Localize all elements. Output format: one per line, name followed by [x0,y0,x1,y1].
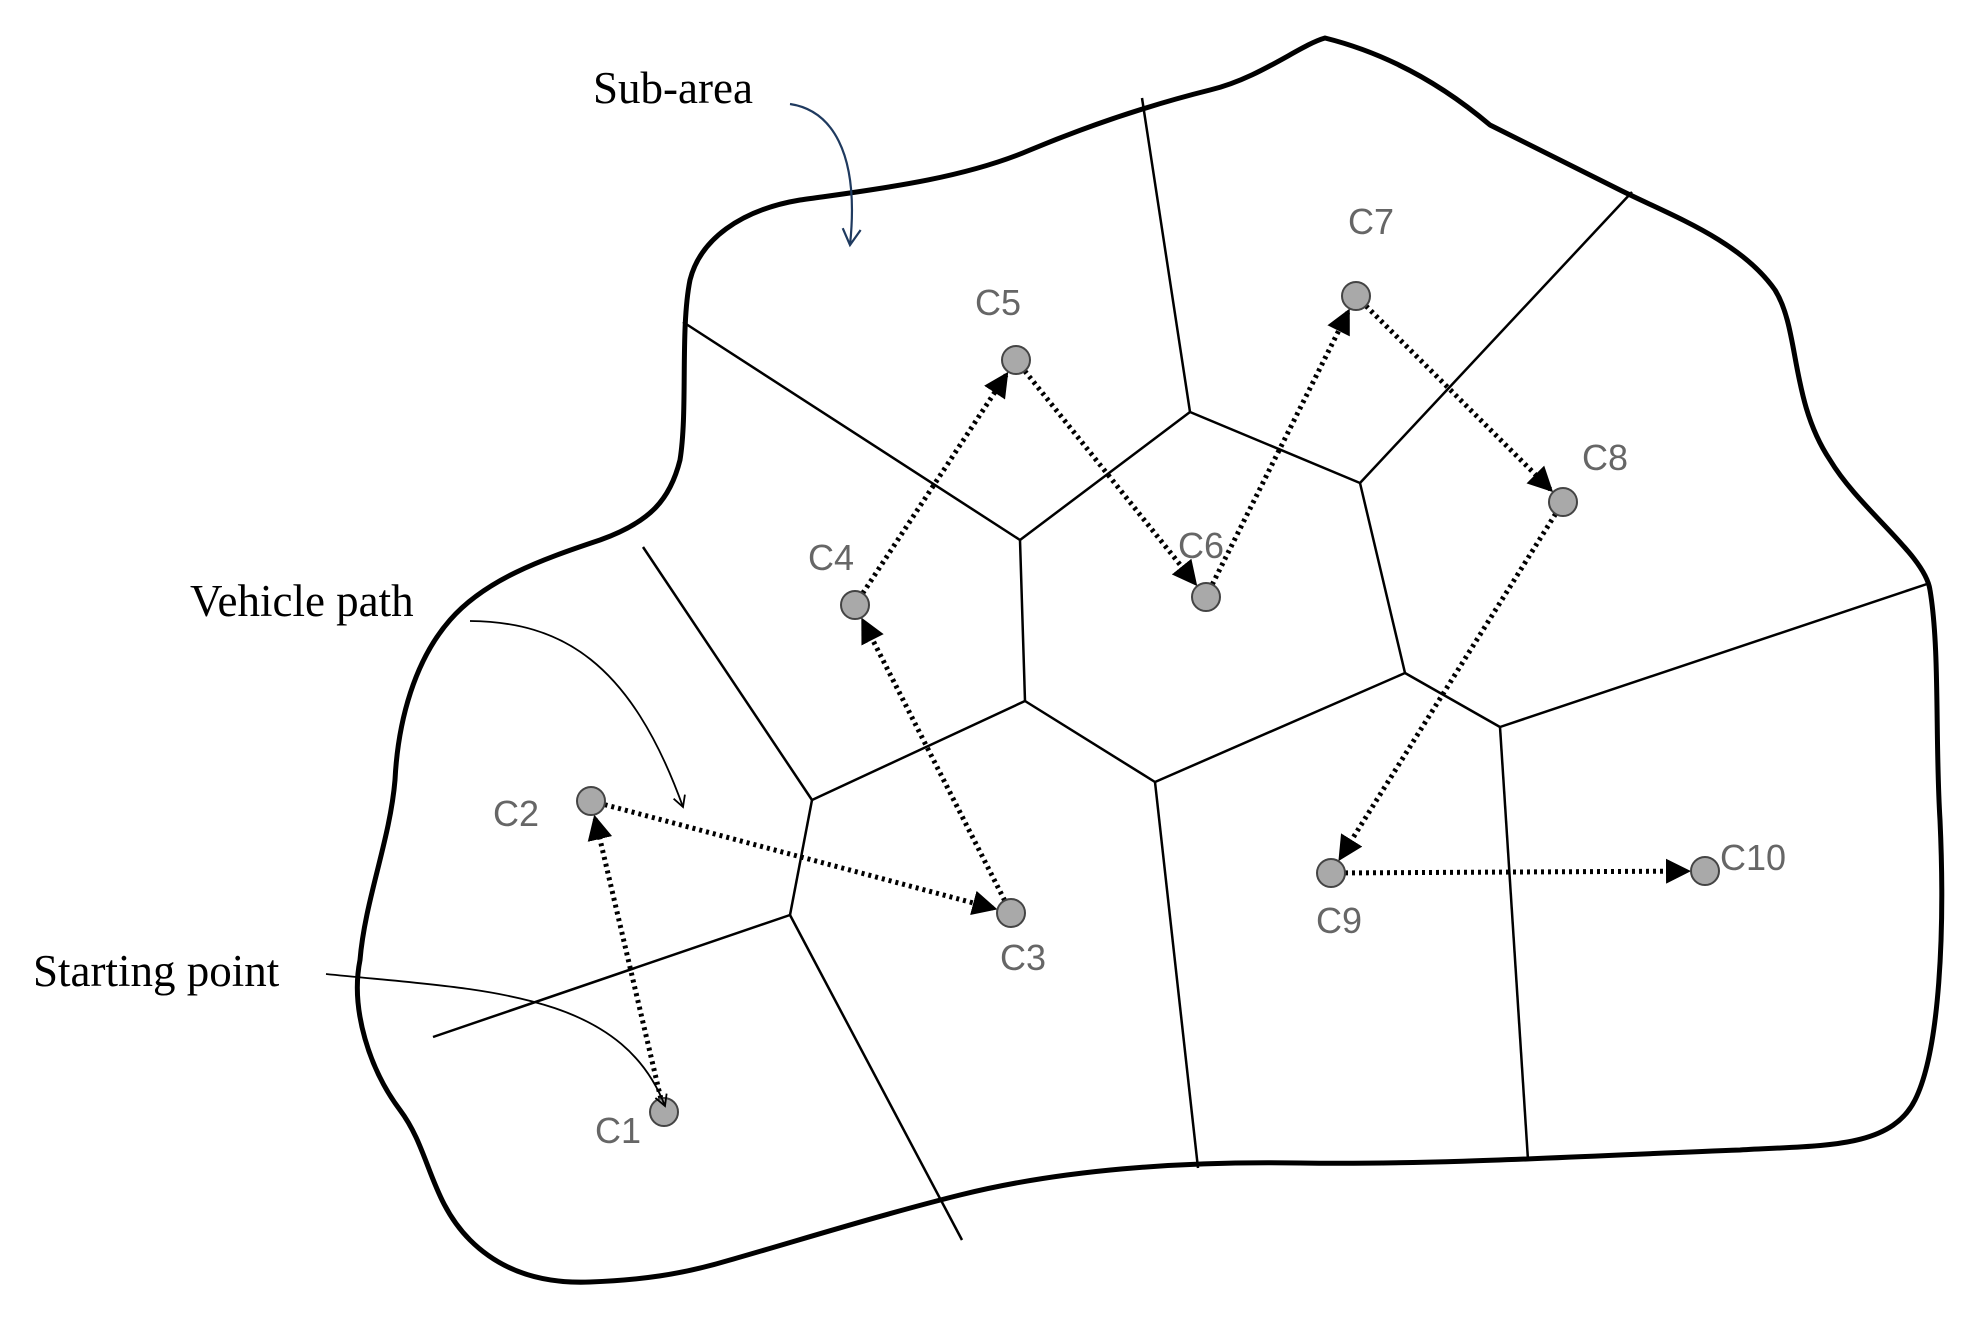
cell-edge [1140,97,1192,413]
route-segment-c7-c8 [1364,304,1554,493]
region-boundary [354,35,1945,1285]
node-label-c4: C4 [808,537,854,578]
cell-edge [811,699,1026,802]
node-label-c3: C3 [1000,937,1046,978]
cell-edge [1154,671,1406,784]
node-label-c2: C2 [493,793,539,834]
node-label-c1: C1 [595,1110,641,1151]
node-label-c8: C8 [1582,437,1628,478]
node-c9 [1316,858,1346,888]
route-segment-c3-c4 [860,617,1007,902]
cell-edge [1024,699,1156,784]
cell-edge [1499,581,1931,729]
route-segment-c8-c9 [1338,512,1558,862]
node-c7 [1341,281,1371,311]
vehicle-route [587,304,1692,1099]
node-c10 [1690,856,1720,886]
node-label-c9: C9 [1316,900,1362,941]
cell-edge [682,320,1021,542]
cell-edge [1498,726,1530,1161]
route-segment-c6-c7 [1210,308,1351,586]
node-c8 [1548,487,1578,517]
route-segment-c1-c2 [587,814,664,1099]
node-label-c6: C6 [1178,525,1224,566]
node-c5 [1001,345,1031,375]
node-c2 [576,786,606,816]
node-c6 [1191,582,1221,612]
cell-edge [641,546,814,801]
node-c4 [840,590,870,620]
route-segment-c2-c3 [603,802,998,916]
cell-edge [1189,410,1361,485]
cell-edge [1359,191,1633,484]
node-c3 [996,898,1026,928]
starting-point-label: Starting point [33,946,280,996]
route-segment-c5-c6 [1022,369,1198,587]
sub-area-label: Sub-area [593,63,753,113]
node-label-c10: C10 [1720,837,1786,878]
sub-area-edges [432,97,1931,1241]
cell-edge [1358,482,1407,674]
cell-edge [432,913,791,1039]
vehicle-path-arrow [469,620,686,809]
sub-area-arrow [789,102,862,248]
cell-edge [1019,411,1191,541]
starting-point-arrow [325,973,668,1108]
cell-edge [788,914,964,1241]
cell-edge [1018,539,1027,702]
cell-edge [1153,781,1200,1169]
annotations: Sub-area Vehicle path Starting point [33,63,862,1108]
cell-edge [1404,671,1501,729]
vehicle-path-label: Vehicle path [190,576,414,626]
node-label-c7: C7 [1348,201,1394,242]
node-label-c5: C5 [975,282,1021,323]
route-segment-c4-c5 [860,371,1009,595]
route-segment-c9-c10 [1344,858,1692,884]
